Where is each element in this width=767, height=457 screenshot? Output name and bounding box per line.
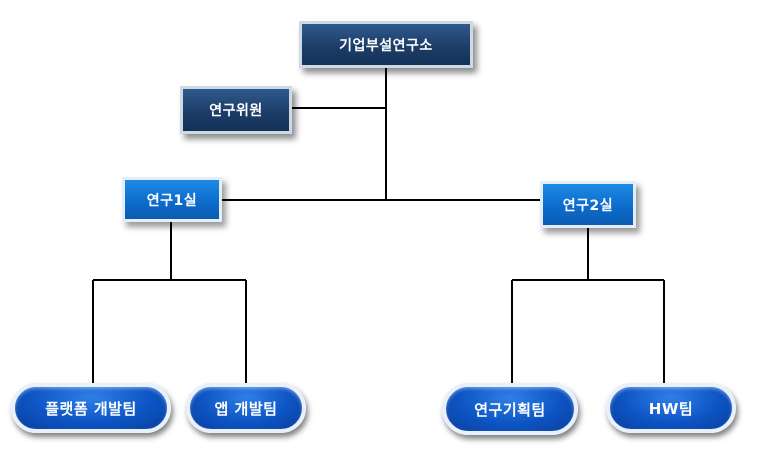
team-app-node: 앱 개발팀: [186, 383, 306, 433]
team-platform-node: 플랫폼 개발팀: [11, 383, 171, 433]
advisor-node: 연구위원: [180, 86, 292, 134]
team-app-label: 앱 개발팀: [214, 399, 278, 418]
team-hw-label: HW팀: [648, 399, 694, 418]
team-planning-node: 연구기획팀: [442, 383, 578, 435]
lab1-node: 연구1실: [122, 177, 222, 222]
advisor-node-label: 연구위원: [209, 103, 263, 119]
lab2-node: 연구2실: [540, 181, 636, 228]
top-node-label: 기업부설연구소: [339, 37, 433, 54]
lab2-node-label: 연구2실: [562, 197, 614, 214]
team-platform-label: 플랫폼 개발팀: [45, 399, 137, 418]
top-node: 기업부설연구소: [299, 21, 473, 68]
team-hw-node: HW팀: [606, 383, 736, 433]
team-planning-label: 연구기획팀: [474, 400, 546, 419]
lab1-node-label: 연구1실: [146, 192, 198, 209]
